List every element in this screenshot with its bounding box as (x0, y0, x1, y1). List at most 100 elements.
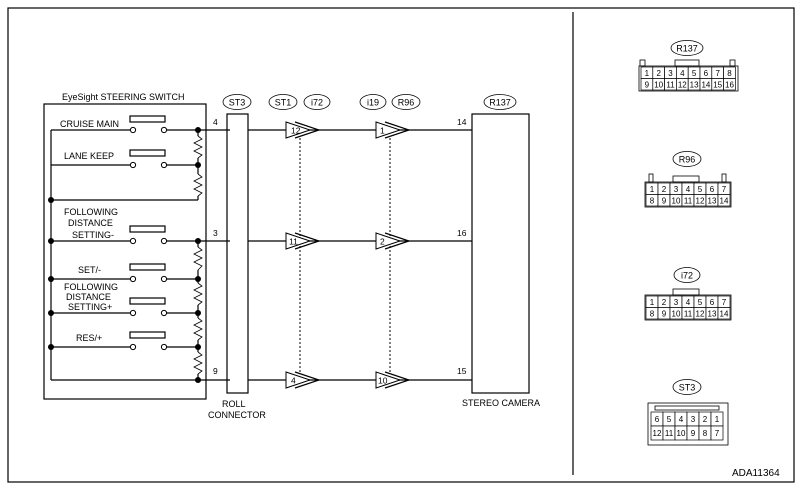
pin-b-10: 10 (378, 376, 388, 386)
pin-number: 3 (668, 69, 673, 78)
pin-number: 3 (691, 415, 696, 424)
pin-number: 1 (650, 298, 655, 307)
pin-number: 12 (696, 309, 705, 318)
tag-r96: R96 (398, 98, 415, 108)
pin-number: 16 (725, 80, 734, 89)
label-res-plus: RES/+ (76, 333, 102, 343)
pin-number: 4 (680, 69, 685, 78)
pin-cell (710, 425, 724, 441)
face-r137-tag: R137 (676, 44, 698, 54)
camera-tag: R137 (489, 98, 511, 108)
pin-number: 12 (653, 429, 662, 438)
roll-label-2: CONNECTOR (208, 410, 266, 420)
pin-number: 5 (698, 185, 703, 194)
pin-number: 7 (722, 298, 727, 307)
pin-number: 10 (654, 80, 663, 89)
pin-number: 3 (674, 185, 679, 194)
roll-label-1: ROLL (222, 399, 246, 409)
camera-pin-16: 16 (457, 228, 467, 238)
pin-number: 9 (691, 429, 696, 438)
pin-number: 1 (715, 415, 720, 424)
roll-connector-body (226, 113, 249, 394)
pin-number: 9 (662, 196, 667, 205)
roll-connector-tag: ST3 (229, 98, 246, 108)
pin-number: 4 (686, 298, 691, 307)
diagram-frame (7, 7, 795, 483)
face-i72-tag: i72 (681, 271, 693, 281)
roll-pin-4: 4 (213, 117, 218, 127)
pin-number: 5 (667, 415, 672, 424)
connector-tags: ST1 i72 i19 R96 (268, 94, 421, 110)
tag-st1: ST1 (275, 98, 292, 108)
pin-number: 10 (677, 429, 686, 438)
pin-number: 11 (665, 429, 674, 438)
pin-number: 2 (656, 69, 661, 78)
pin-number: 8 (727, 69, 732, 78)
pin-number: 7 (722, 185, 727, 194)
switch-lane-keep (129, 149, 166, 157)
tag-i72: i72 (311, 98, 323, 108)
switch-cruise-main (129, 115, 166, 123)
face-r96-tag: R96 (679, 155, 696, 165)
roll-pin-3: 3 (213, 228, 218, 238)
pin-number: 10 (672, 196, 681, 205)
switch-fd-plus (129, 297, 166, 305)
pin-number: 6 (704, 69, 709, 78)
camera-pin-15: 15 (457, 366, 467, 376)
label-cruise-main: CRUISE MAIN (60, 119, 119, 129)
pin-number: 5 (698, 298, 703, 307)
pin-cell (717, 307, 731, 320)
camera-body (471, 113, 530, 394)
pin-b-2: 2 (380, 237, 385, 247)
pin-number: 3 (674, 298, 679, 307)
label-fd-plus-1: FOLLOWING (64, 282, 118, 292)
pin-cell (723, 78, 736, 91)
harness-wires (248, 129, 472, 381)
camera-pin-14: 14 (457, 117, 467, 127)
pin-number: 14 (720, 196, 729, 205)
label-set-minus: SET/- (78, 265, 101, 275)
pin-number: 8 (650, 309, 655, 318)
pin-number: 12 (696, 196, 705, 205)
pin-a-12: 12 (291, 126, 301, 136)
pin-number: 6 (710, 298, 715, 307)
label-fd-minus-3: SETTING- (72, 230, 114, 240)
pin-number: 13 (708, 309, 717, 318)
pin-a-11: 11 (289, 237, 298, 247)
pin-number: 12 (678, 80, 687, 89)
pin-number: 15 (713, 80, 722, 89)
pin-number: 11 (666, 80, 675, 89)
intermediate-connectors: 12 11 4 1 2 10 (285, 121, 411, 389)
camera-label: STEREO CAMERA (462, 398, 540, 408)
pin-number: 13 (690, 80, 699, 89)
pin-b-1: 1 (380, 126, 385, 136)
stereo-camera: R137 14 16 15 STEREO CAMERA (457, 94, 540, 408)
pin-number: 10 (672, 309, 681, 318)
pin-number: 4 (686, 185, 691, 194)
label-fd-minus-2: DISTANCE (68, 218, 113, 228)
pin-number: 2 (662, 185, 667, 194)
pin-number: 13 (708, 196, 717, 205)
roll-connector: ST3 4 3 9 ROLL CONNECTOR (208, 94, 266, 420)
pin-number: 5 (692, 69, 697, 78)
switch-title: EyeSight STEERING SWITCH (62, 92, 185, 102)
pin-cell (717, 194, 731, 207)
switch-res-plus (129, 331, 166, 339)
pin-number: 7 (715, 69, 720, 78)
pin-number: 11 (684, 309, 693, 318)
pin-number: 9 (662, 309, 667, 318)
diagram-id-code: ADA11364 (732, 468, 780, 479)
label-fd-plus-3: SETTING+ (68, 302, 112, 312)
label-lane-keep: LANE KEEP (64, 151, 114, 161)
pin-number: 2 (662, 298, 667, 307)
pin-number: 1 (645, 69, 650, 78)
label-fd-plus-2: DISTANCE (66, 292, 111, 302)
switch-fd-minus (129, 225, 166, 233)
pin-a-4: 4 (291, 376, 296, 386)
pin-number: 14 (720, 309, 729, 318)
pin-number: 9 (645, 80, 650, 89)
tag-i19: i19 (367, 98, 379, 108)
